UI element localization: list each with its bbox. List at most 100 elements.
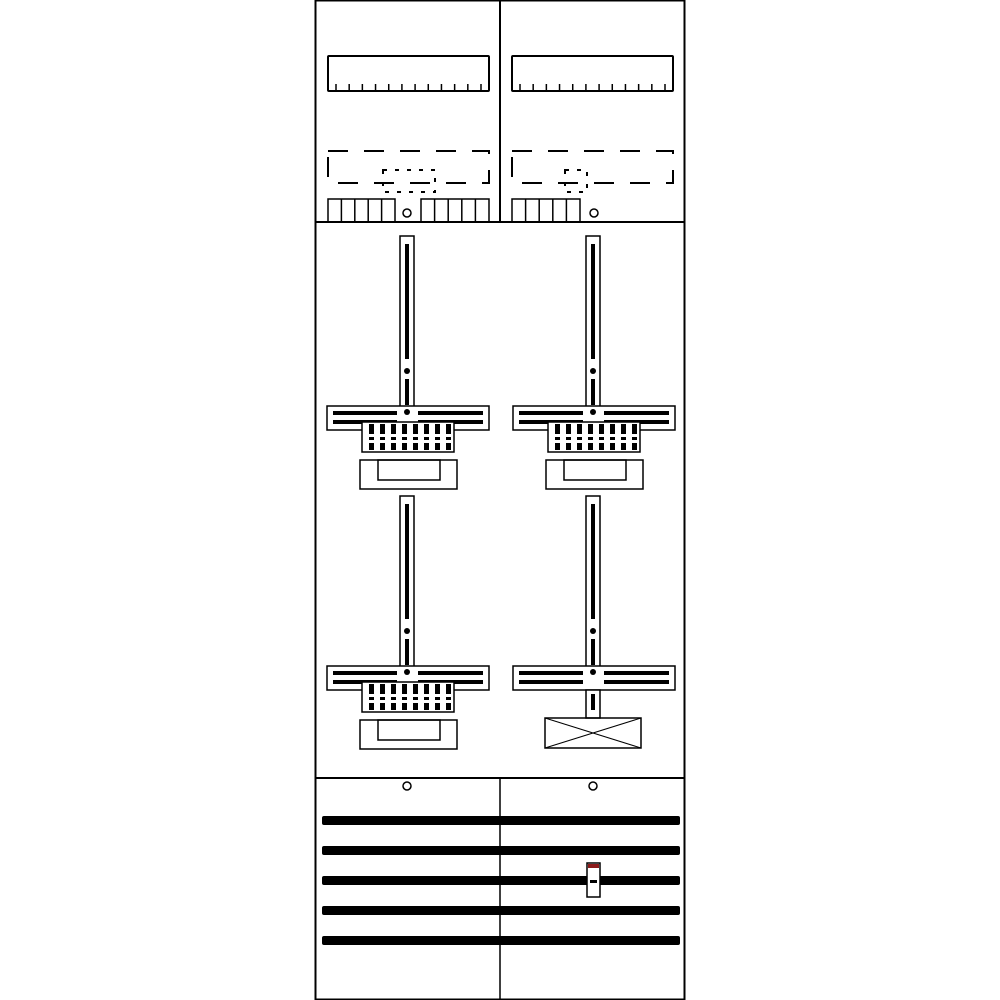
terminal (402, 424, 407, 434)
busbar-2 (322, 846, 680, 855)
terminal (599, 437, 604, 440)
terminal (424, 437, 429, 440)
top-column-1 (327, 55, 490, 223)
rail-slot (604, 680, 669, 684)
empty-slot-cross-box (544, 717, 642, 749)
terminal (369, 437, 374, 440)
terminal (435, 424, 440, 434)
rail-slot (591, 244, 595, 359)
terminal (599, 443, 604, 450)
terminal (555, 443, 560, 450)
rail-slot (591, 694, 595, 710)
rail-hole (404, 409, 410, 415)
rail-slot (519, 680, 583, 684)
rail-slot (519, 671, 583, 675)
terminal (555, 424, 560, 434)
meter-body (359, 719, 458, 750)
rail-slot (405, 504, 409, 619)
terminal (369, 684, 374, 694)
terminal (577, 424, 582, 434)
meter-display (377, 719, 441, 741)
rail-slot (333, 411, 397, 415)
terminal (435, 684, 440, 694)
terminal (380, 437, 385, 440)
terminal (435, 437, 440, 440)
terminal (588, 424, 593, 434)
terminal (391, 697, 396, 700)
terminal (402, 703, 407, 710)
terminal (402, 684, 407, 694)
rail-slot (405, 379, 409, 405)
terminal (424, 424, 429, 434)
terminal (610, 424, 615, 434)
terminal (369, 443, 374, 450)
terminal (369, 697, 374, 700)
busbar-1 (322, 816, 680, 825)
terminal (588, 437, 593, 440)
terminal (391, 424, 396, 434)
terminal (446, 684, 451, 694)
busbar-4 (322, 906, 680, 915)
cross-line (544, 717, 642, 749)
terminal (402, 697, 407, 700)
terminal (380, 443, 385, 450)
terminal (413, 437, 418, 440)
terminal (577, 437, 582, 440)
busbar-3 (322, 876, 680, 885)
rail-hole (590, 368, 596, 374)
rail-slot (405, 639, 409, 665)
meter-slot-1 (326, 235, 490, 490)
terminal (588, 443, 593, 450)
terminal (446, 703, 451, 710)
label-strip (327, 55, 490, 92)
terminal (380, 424, 385, 434)
terminal (413, 443, 418, 450)
terminal (402, 443, 407, 450)
rail-slot (591, 639, 595, 665)
terminal (424, 684, 429, 694)
terminal (566, 443, 571, 450)
terminal (610, 443, 615, 450)
terminal-block (547, 421, 641, 453)
rail-slot (519, 411, 583, 415)
rail-hole (590, 628, 596, 634)
rail-slot (418, 411, 483, 415)
terminal (566, 437, 571, 440)
terminal (446, 437, 451, 440)
busbar-5 (322, 936, 680, 945)
terminal (555, 437, 560, 440)
rail-hole (404, 628, 410, 634)
terminal-block (420, 198, 490, 223)
top-column-2 (511, 55, 674, 223)
terminal (391, 703, 396, 710)
dashed-device-outline (327, 150, 490, 184)
screw-hole (589, 208, 599, 218)
terminal (391, 684, 396, 694)
terminal (435, 443, 440, 450)
terminal (369, 424, 374, 434)
terminal (369, 703, 374, 710)
terminal (632, 424, 637, 434)
dashed-connector (564, 169, 588, 193)
terminal (380, 684, 385, 694)
terminal (424, 443, 429, 450)
terminal-block (361, 421, 455, 453)
terminal (413, 684, 418, 694)
terminal-block (327, 198, 396, 223)
meter-body (545, 459, 644, 490)
terminal (380, 697, 385, 700)
rail-slot (591, 379, 595, 405)
rail-hole (404, 669, 410, 675)
terminal (446, 443, 451, 450)
terminal (621, 437, 626, 440)
terminal (424, 703, 429, 710)
terminal (446, 424, 451, 434)
terminal (621, 443, 626, 450)
bottom-section (322, 781, 680, 945)
terminal-block (511, 198, 581, 223)
rail-hole (590, 409, 596, 415)
rail-slot (333, 671, 397, 675)
rail-hole (404, 368, 410, 374)
terminal (413, 424, 418, 434)
